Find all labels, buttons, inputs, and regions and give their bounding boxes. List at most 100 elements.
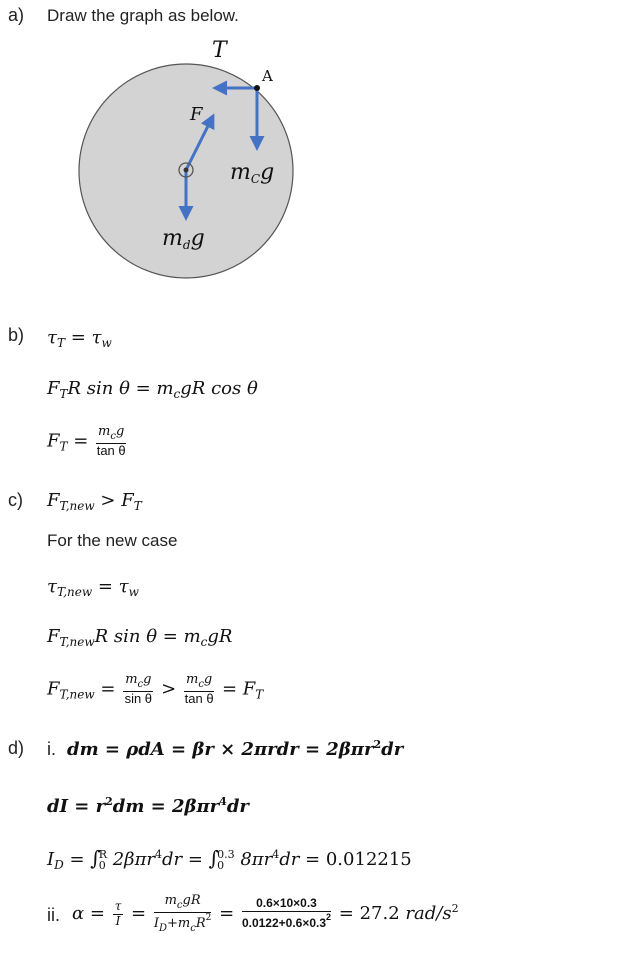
limit-lower: 0 xyxy=(217,859,225,872)
eq-rel: = xyxy=(63,849,91,870)
eq-token: m xyxy=(98,424,111,439)
eq-sub: w xyxy=(101,336,112,350)
eq-token: +m xyxy=(167,915,191,931)
pivot-icon xyxy=(178,162,194,178)
label-mdg: mdg xyxy=(162,226,205,252)
eq-result: 27.2 xyxy=(359,903,406,924)
eq-sub: c xyxy=(137,679,144,690)
limit-lower: 0 xyxy=(98,859,106,872)
eq-token: τ xyxy=(47,576,57,597)
eq-token: F xyxy=(242,678,256,700)
eq-sup: 4 xyxy=(272,848,280,861)
eq-token: τ xyxy=(118,576,129,597)
eq-rel: = xyxy=(64,327,92,348)
eq-sub: c xyxy=(176,900,183,911)
fraction-denominator: tan θ xyxy=(96,442,126,458)
eq-token: τ xyxy=(47,327,57,348)
eq-sub: T,new xyxy=(56,585,93,599)
eq-token: m xyxy=(164,893,177,908)
eq-rel: = xyxy=(216,678,243,700)
label-mdg-g: g xyxy=(190,226,205,251)
eq-rel: > xyxy=(94,490,122,511)
fraction-denominator: sin θ xyxy=(124,690,153,706)
label-mdg-sub: d xyxy=(182,238,191,252)
label-mcg-g: g xyxy=(260,160,275,185)
eq-sup: 2 xyxy=(105,795,113,808)
fraction: mcg tan θ xyxy=(96,424,127,458)
eq-token: m xyxy=(125,672,138,687)
eq-token: 8πr xyxy=(234,849,273,870)
eq-rel: = xyxy=(333,903,360,924)
eq-token: gR xyxy=(182,893,201,908)
eq-sup: 2 xyxy=(326,912,332,922)
eq-unit: rad/s xyxy=(405,903,452,924)
fraction-numerator: τ xyxy=(112,898,124,915)
fraction: 0.6×10×0.3 0.0122+0.6×0.32 xyxy=(241,896,332,931)
part-d-ii-label: ii. xyxy=(47,905,60,925)
fraction: mcg sin θ xyxy=(123,672,154,706)
eq-result: 0.012215 xyxy=(325,849,412,870)
part-c-eq1: FT,new > FT xyxy=(47,490,142,513)
eq-sub: T,new xyxy=(59,499,95,513)
free-body-diagram xyxy=(78,63,294,279)
eq-token: F xyxy=(47,378,60,399)
eq-rel: = xyxy=(92,576,119,597)
label-mcg-m: m xyxy=(230,160,251,185)
eq-token: dr = xyxy=(279,849,326,870)
eq-token: dI = r xyxy=(47,796,106,817)
eq-token: dr = xyxy=(162,849,209,870)
eq-sub: T xyxy=(59,387,68,401)
fraction-numerator: 0.6×10×0.3 xyxy=(241,896,332,912)
eq-sub: T xyxy=(59,439,68,454)
label-t: T xyxy=(212,38,227,63)
eq-token: R xyxy=(195,915,206,931)
fraction-denominator: I xyxy=(115,913,121,928)
part-b-eq3: FT = mcg tan θ xyxy=(47,424,128,458)
label-mcg-sub: C xyxy=(250,172,261,186)
eq-token: α xyxy=(72,903,85,924)
fraction: mcgR ID+mcR2 xyxy=(153,893,212,934)
eq-token: F xyxy=(47,490,60,511)
eq-sub: T xyxy=(255,687,264,702)
eq-sup: 4 xyxy=(219,795,227,808)
fraction: τ I xyxy=(112,898,124,929)
label-f: F xyxy=(190,104,203,125)
label-mdg-m: m xyxy=(162,226,183,251)
eq-token: R sin θ = m xyxy=(67,378,174,399)
eq-sub: w xyxy=(128,585,139,599)
eq-sub: c xyxy=(200,635,208,649)
part-c-eq3: FT,newR sin θ = mcgR xyxy=(47,626,232,649)
eq-sup: 2 xyxy=(373,738,382,751)
eq-token: I xyxy=(153,915,159,931)
eq-token: F xyxy=(47,626,60,647)
part-d-eq-di: dI = r2dm = 2βπr4dr xyxy=(47,795,249,817)
eq-sub: D xyxy=(54,858,64,872)
eq-token: gR cos θ xyxy=(180,378,258,399)
fraction-denominator: 0.0122+0.6×0.3 xyxy=(241,916,327,930)
part-a-instruction: Draw the graph as below. xyxy=(47,6,239,25)
eq-sub: T xyxy=(133,499,142,513)
eq-sub: T,new xyxy=(59,635,95,649)
eq-sup: 4 xyxy=(155,848,163,861)
part-d-i-label: i. xyxy=(47,739,56,759)
eq-token: I xyxy=(47,849,55,870)
eq-sub: c xyxy=(110,431,116,442)
eq-token: m xyxy=(185,672,199,687)
part-c-text: For the new case xyxy=(47,531,178,550)
eq-token: dm = ρdA = βr × 2πrdr = 2βπr xyxy=(67,739,374,760)
integral-sign: ∫ xyxy=(90,846,101,870)
eq-rel: = xyxy=(84,903,111,924)
eq-sup: 2 xyxy=(451,902,459,915)
part-d-eq-i: dm = ρdA = βr × 2πrdr = 2βπr2dr xyxy=(67,738,403,760)
eq-sub: c xyxy=(190,922,196,934)
part-b-eq2: FTR sin θ = mcgR cos θ xyxy=(47,378,258,401)
eq-sup: 2 xyxy=(205,912,212,923)
eq-sub: D xyxy=(159,922,168,934)
eq-token: dm = 2βπr xyxy=(112,796,220,817)
eq-token: F xyxy=(47,430,60,452)
fraction-denominator: tan θ xyxy=(184,690,214,706)
eq-rel: > xyxy=(155,678,182,700)
eq-rel: = xyxy=(67,430,95,452)
